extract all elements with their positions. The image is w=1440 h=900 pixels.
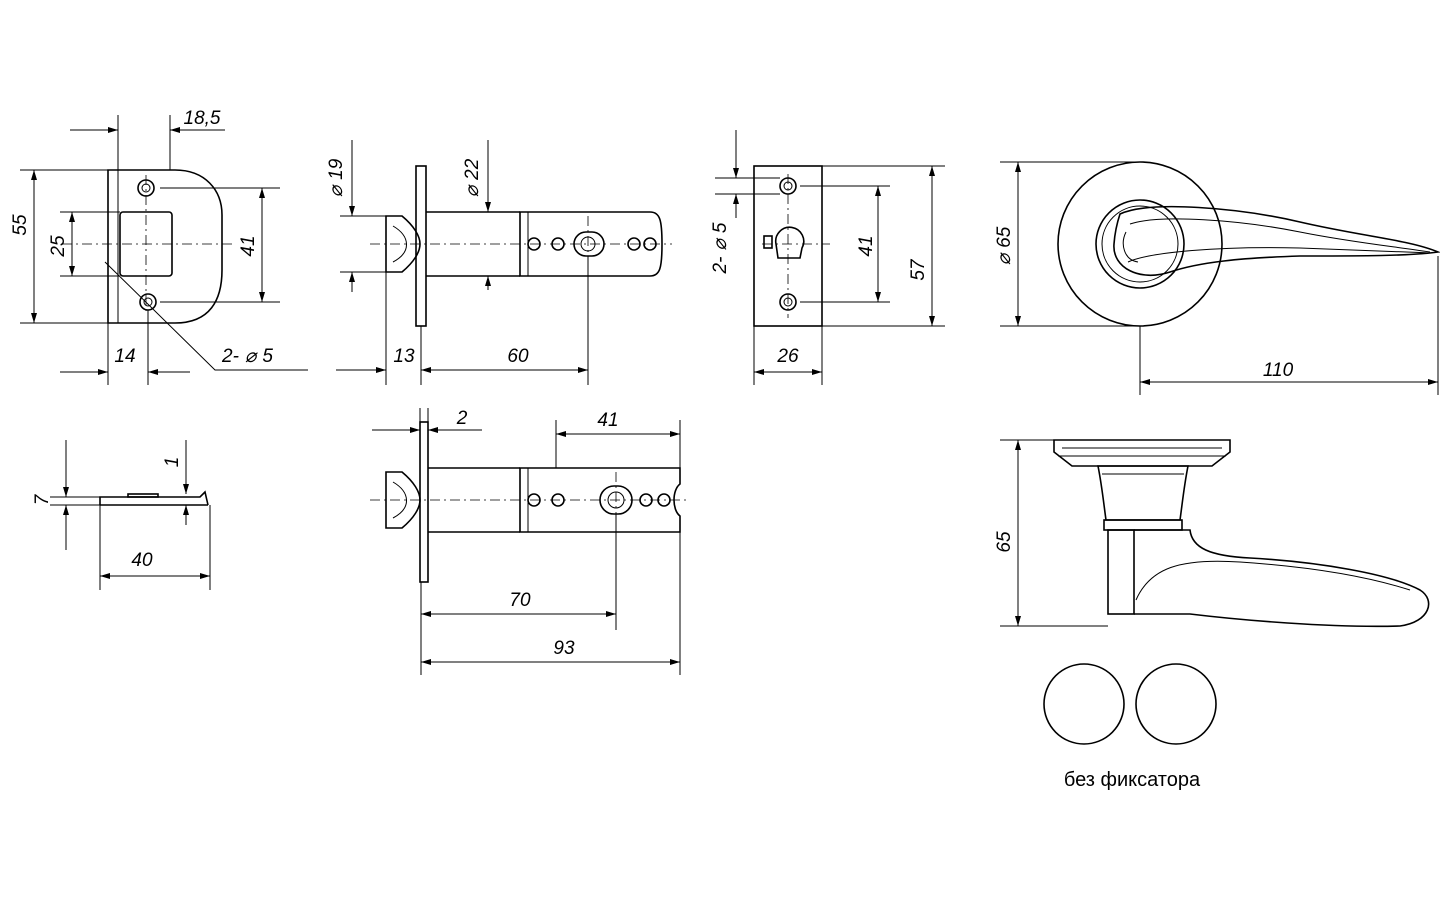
dim-2: 2 bbox=[456, 408, 468, 429]
caption-text: без фиксатора bbox=[1064, 769, 1201, 791]
dim-40: 40 bbox=[131, 550, 153, 571]
dim-d65: ⌀65 bbox=[994, 226, 1015, 265]
dim-55: 55 bbox=[10, 214, 31, 236]
handle-side-view: 65 bbox=[994, 439, 1430, 628]
face-holes-label: 2-⌀5 bbox=[710, 222, 731, 274]
rosette-covers: без фиксатора bbox=[1043, 663, 1217, 791]
dim-57: 57 bbox=[908, 258, 929, 281]
dim-65-side: 65 bbox=[994, 531, 1015, 553]
dim-7: 7 bbox=[32, 493, 53, 505]
dim-18-5: 18,5 bbox=[184, 108, 221, 129]
dim-d19: ⌀19 bbox=[326, 158, 347, 197]
latch-top-view: ⌀19 ⌀22 13 60 bbox=[326, 140, 672, 385]
dim-14: 14 bbox=[114, 346, 135, 367]
dim-60: 60 bbox=[507, 346, 529, 367]
dim-d22: ⌀22 bbox=[462, 158, 483, 197]
dim-1: 1 bbox=[162, 457, 183, 468]
strike-plate-view: 55 25 41 18,5 14 2-⌀5 bbox=[10, 108, 308, 385]
dim-93: 93 bbox=[553, 638, 575, 659]
dim-41-adjust: 41 bbox=[597, 410, 618, 431]
rosette-left bbox=[1043, 663, 1125, 745]
dim-41: 41 bbox=[238, 235, 259, 256]
dim-25: 25 bbox=[48, 235, 69, 258]
rosette-right bbox=[1135, 663, 1217, 745]
handle-front-view: ⌀65 110 bbox=[994, 161, 1440, 395]
dim-41-face: 41 bbox=[856, 235, 877, 256]
dim-110: 110 bbox=[1263, 360, 1294, 381]
face-plate-view: 41 57 2-⌀5 26 bbox=[710, 130, 945, 385]
dim-26: 26 bbox=[776, 346, 799, 367]
latch-bottom-view: 2 41 70 93 bbox=[370, 408, 690, 675]
strike-side-view: 7 1 40 bbox=[32, 440, 211, 590]
dim-13: 13 bbox=[393, 346, 415, 367]
dim-70: 70 bbox=[509, 590, 531, 611]
holes-label: 2-⌀5 bbox=[221, 346, 273, 367]
